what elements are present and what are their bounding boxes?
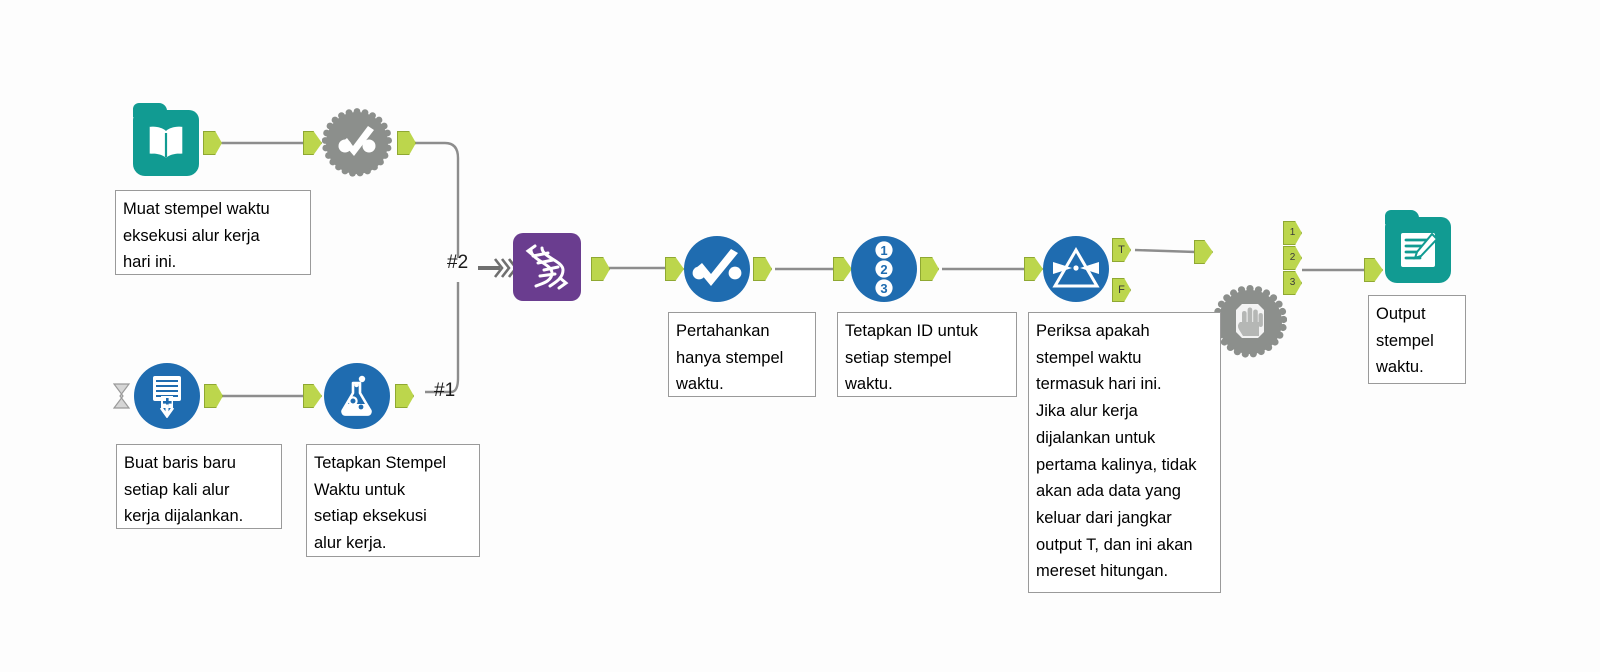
annotation-note: Pertahankan hanya stempel waktu. <box>668 312 816 397</box>
input-anchor-record-id[interactable] <box>833 257 852 281</box>
record-id-tool[interactable]: 1 2 3 <box>851 236 917 302</box>
check-circle-icon <box>692 249 742 286</box>
output-anchor-select[interactable] <box>753 257 772 281</box>
annotation-note: Muat stempel waktu eksekusi alur kerja h… <box>115 190 311 275</box>
output-anchor-formula[interactable] <box>395 384 414 408</box>
svg-text:1: 1 <box>880 243 887 258</box>
input-anchor-stop[interactable] <box>1194 240 1213 264</box>
stop-output-anchor-2[interactable]: 2 <box>1283 246 1302 270</box>
message-stop-tool[interactable] <box>1212 285 1288 359</box>
annotation-note: Tetapkan ID untuk setiap stempel waktu. <box>837 312 1017 397</box>
output-anchor-create-rows[interactable] <box>204 384 223 408</box>
connection-label-1: #1 <box>434 380 456 401</box>
output-anchor-union[interactable] <box>591 257 610 281</box>
stop-hand-icon <box>1212 285 1288 358</box>
input-data-tool[interactable] <box>133 103 199 176</box>
output-anchor-disabled-check[interactable] <box>397 131 416 155</box>
disabled-check-tool[interactable] <box>321 108 392 178</box>
flask-icon <box>341 375 372 416</box>
filter-tool[interactable] <box>1043 236 1109 302</box>
book-icon <box>133 110 199 176</box>
numbered-list-icon: 1 2 3 <box>875 241 893 297</box>
folder-tile-shape <box>1385 210 1451 283</box>
svg-text:2: 2 <box>880 262 887 277</box>
select-tool[interactable] <box>684 236 750 302</box>
dna-helix-icon <box>525 244 569 290</box>
annotation-note: Output stempel waktu. <box>1368 295 1466 384</box>
filter-false-anchor[interactable]: F <box>1112 278 1131 302</box>
annotation-note: Buat baris baru setiap kali alur kerja d… <box>116 444 282 529</box>
filter-true-anchor[interactable]: T <box>1112 238 1131 262</box>
connection-label-2: #2 <box>447 252 469 273</box>
workflow-input-marker <box>112 383 131 414</box>
create-rows-tool[interactable] <box>134 363 200 429</box>
output-anchor-record-id[interactable] <box>920 257 939 281</box>
output-anchor-input-data[interactable] <box>203 131 222 155</box>
generate-rows-icon <box>153 376 181 418</box>
check-badge-icon <box>321 108 392 177</box>
input-anchor-select[interactable] <box>665 257 684 281</box>
svg-text:3: 3 <box>880 281 887 296</box>
input-anchor-formula[interactable] <box>303 384 322 408</box>
union-tool[interactable] <box>513 233 581 301</box>
filter-funnel-icon <box>1052 247 1100 288</box>
output-data-tool[interactable] <box>1385 210 1451 283</box>
stop-output-anchor-3[interactable]: 3 <box>1283 271 1302 295</box>
folder-tile-shape <box>133 103 199 176</box>
input-anchor-disabled-check[interactable] <box>303 131 322 155</box>
input-anchor-output-data[interactable] <box>1364 258 1383 282</box>
stop-output-anchor-1[interactable]: 1 <box>1283 221 1302 245</box>
annotation-note: Tetapkan Stempel Waktu untuk setiap ekse… <box>306 444 480 557</box>
input-anchor-filter[interactable] <box>1024 257 1043 281</box>
annotation-note: Periksa apakah stempel waktu termasuk ha… <box>1028 312 1221 593</box>
write-document-icon <box>1385 217 1451 283</box>
formula-tool[interactable] <box>324 363 390 429</box>
